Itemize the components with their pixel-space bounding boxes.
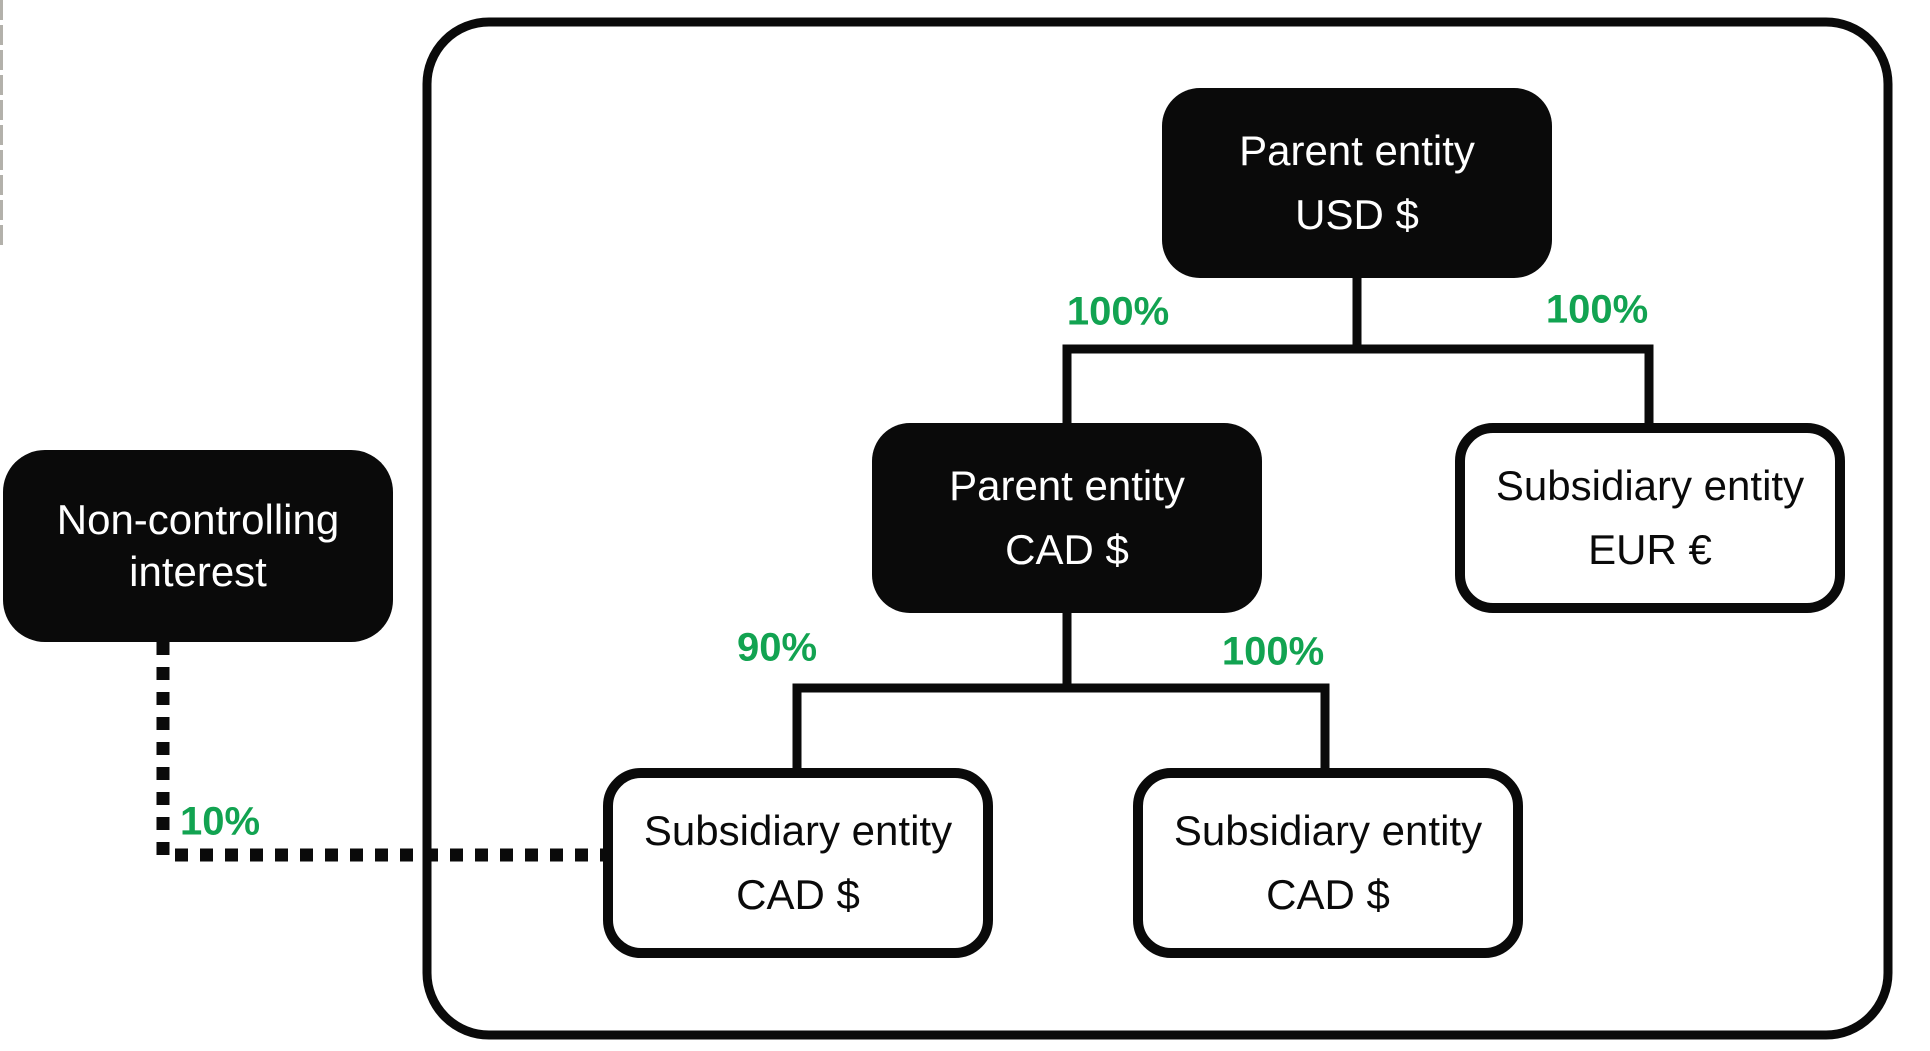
group-boundary-border xyxy=(422,17,1893,1040)
node-currency: CAD $ xyxy=(736,871,860,918)
node-subsidiary-entity-eur: Subsidiary entity EUR € xyxy=(1455,423,1845,613)
ownership-label-usd-to-cad: 100% xyxy=(1066,289,1170,334)
connector-nci-dotted xyxy=(156,642,603,862)
ownership-label-cad-to-left-subsidiary: 90% xyxy=(736,625,818,670)
node-parent-entity-cad: Parent entity CAD $ xyxy=(872,423,1262,613)
node-title: Parent entity xyxy=(1239,127,1475,174)
ownership-label-nci-to-left-subsidiary: 10% xyxy=(179,799,261,844)
connector-usd-to-children xyxy=(1062,344,1654,423)
node-title: Non-controlling xyxy=(56,496,340,543)
node-subsidiary-entity-cad-left: Subsidiary entity CAD $ xyxy=(603,768,993,958)
node-title: Subsidiary entity xyxy=(1495,462,1805,509)
node-subsidiary-entity-cad-right: Subsidiary entity CAD $ xyxy=(1133,768,1523,958)
node-title: Subsidiary entity xyxy=(643,807,953,854)
node-title-line2: interest xyxy=(129,548,267,595)
node-currency: CAD $ xyxy=(1005,526,1129,573)
ownership-label-usd-to-eur: 100% xyxy=(1545,287,1649,332)
node-currency: CAD $ xyxy=(1266,871,1390,918)
connector-cad-to-children xyxy=(792,683,1330,768)
node-title: Parent entity xyxy=(949,462,1185,509)
node-parent-entity-usd: Parent entity USD $ xyxy=(1162,88,1552,278)
node-currency: USD $ xyxy=(1295,191,1419,238)
node-title: Subsidiary entity xyxy=(1173,807,1483,854)
ownership-label-cad-to-right-subsidiary: 100% xyxy=(1221,629,1325,674)
node-non-controlling-interest: Non-controlling interest xyxy=(3,450,393,642)
node-currency: EUR € xyxy=(1588,526,1712,573)
